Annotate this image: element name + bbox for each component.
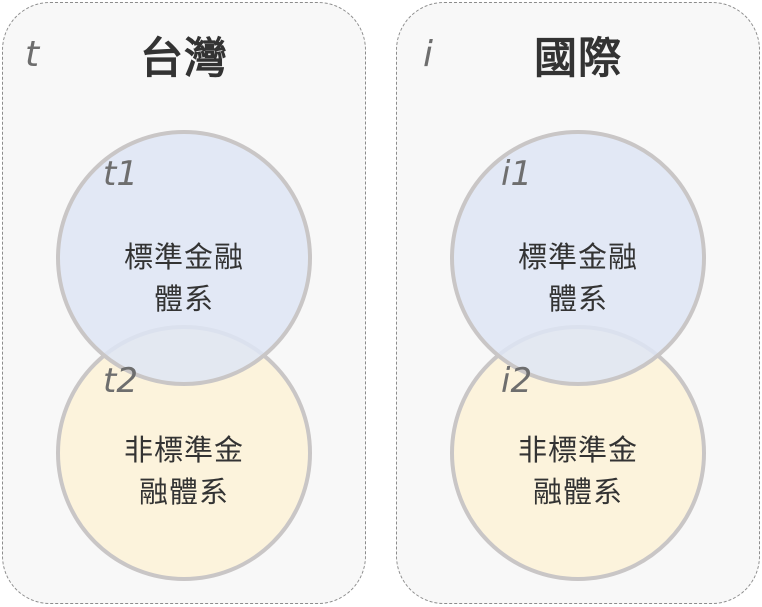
international-nonstandard-label-line1: 非標準金	[517, 433, 638, 467]
taiwan-nonstandard-label: 非標準金 融體系	[60, 429, 308, 513]
international-standard-label-line1: 標準金融	[517, 240, 638, 274]
international-title: 國際	[534, 34, 622, 84]
taiwan-nonstandard-variable: t2	[103, 361, 138, 401]
international-nonstandard-variable: i2	[501, 361, 533, 401]
taiwan-panel: t 台灣 非標準金 融體系 標準金融 體系 t1 t2	[2, 2, 366, 604]
taiwan-standard-variable: t1	[103, 154, 138, 194]
international-standard-label-line2: 體系	[547, 282, 608, 316]
taiwan-title: 台灣	[140, 34, 228, 84]
international-nonstandard-label-line2: 融體系	[532, 475, 623, 509]
international-standard-label: 標準金融 體系	[454, 236, 702, 320]
taiwan-standard-label: 標準金融 體系	[60, 236, 308, 320]
taiwan-nonstandard-label-line1: 非標準金	[123, 433, 244, 467]
international-panel: i 國際 非標準金 融體系 標準金融 體系 i1 i2	[396, 2, 760, 604]
taiwan-nonstandard-circle: 非標準金 融體系	[56, 325, 312, 581]
taiwan-standard-label-line2: 體系	[153, 282, 214, 316]
international-standard-variable: i1	[501, 154, 533, 194]
taiwan-nonstandard-label-line2: 融體系	[138, 475, 229, 509]
international-nonstandard-label: 非標準金 融體系	[454, 429, 702, 513]
international-standard-circle: 標準金融 體系	[450, 130, 706, 386]
taiwan-standard-circle: 標準金融 體系	[56, 130, 312, 386]
taiwan-variable: t	[25, 34, 40, 75]
international-variable: i	[423, 34, 434, 75]
taiwan-standard-label-line1: 標準金融	[123, 240, 244, 274]
